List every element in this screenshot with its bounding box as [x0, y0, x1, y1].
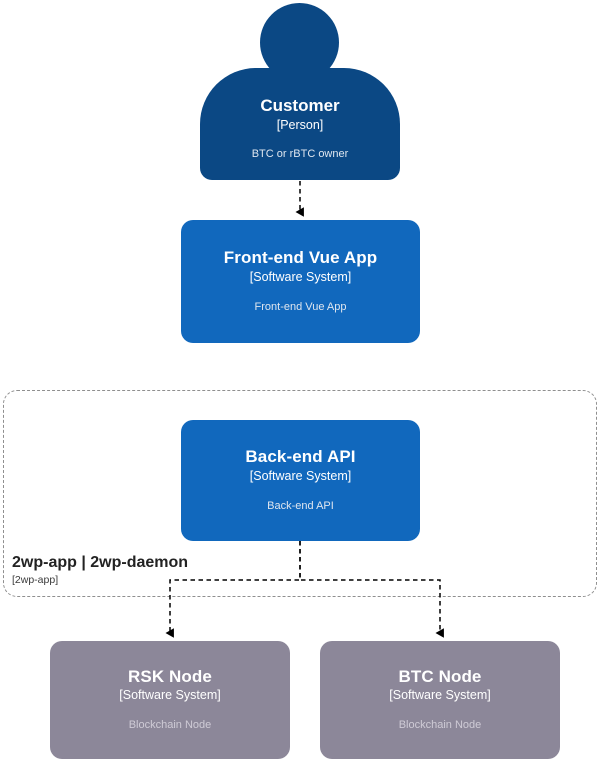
node-btc-node[interactable]: BTC Node [Software System] Blockchain No…: [320, 641, 560, 759]
node-rsk-description: Blockchain Node: [128, 719, 212, 732]
node-rsk-node[interactable]: RSK Node [Software System] Blockchain No…: [50, 641, 290, 759]
node-btc-subtitle: [Software System]: [389, 688, 491, 703]
node-backend-api[interactable]: Back-end API [Software System] Back-end …: [181, 420, 420, 541]
node-customer[interactable]: Customer [Person] BTC or rBTC owner: [200, 3, 400, 180]
node-frontend-subtitle: [Software System]: [249, 269, 352, 284]
person-body: Customer [Person] BTC or rBTC owner: [200, 68, 400, 180]
node-btc-title: BTC Node: [398, 666, 482, 686]
boundary-subtitle: [2wp-app]: [12, 574, 59, 587]
node-rsk-subtitle: [Software System]: [119, 688, 221, 703]
node-frontend-vue-app[interactable]: Front-end Vue App [Software System] Fron…: [181, 220, 420, 343]
node-backend-title: Back-end API: [245, 447, 356, 467]
node-backend-description: Back-end API: [267, 499, 334, 512]
node-rsk-title: RSK Node: [128, 666, 212, 686]
node-customer-description: BTC or rBTC owner: [251, 147, 349, 160]
boundary-title: 2wp-app | 2wp-daemon: [12, 554, 189, 571]
node-frontend-title: Front-end Vue App: [223, 248, 378, 268]
boundary-label: 2wp-app | 2wp-daemon [2wp-app]: [12, 554, 188, 587]
node-btc-description: Blockchain Node: [398, 719, 482, 732]
node-customer-title: Customer: [260, 96, 340, 115]
node-backend-subtitle: [Software System]: [249, 468, 352, 483]
node-customer-subtitle: [Person]: [276, 117, 324, 132]
node-frontend-description: Front-end Vue App: [254, 300, 347, 313]
